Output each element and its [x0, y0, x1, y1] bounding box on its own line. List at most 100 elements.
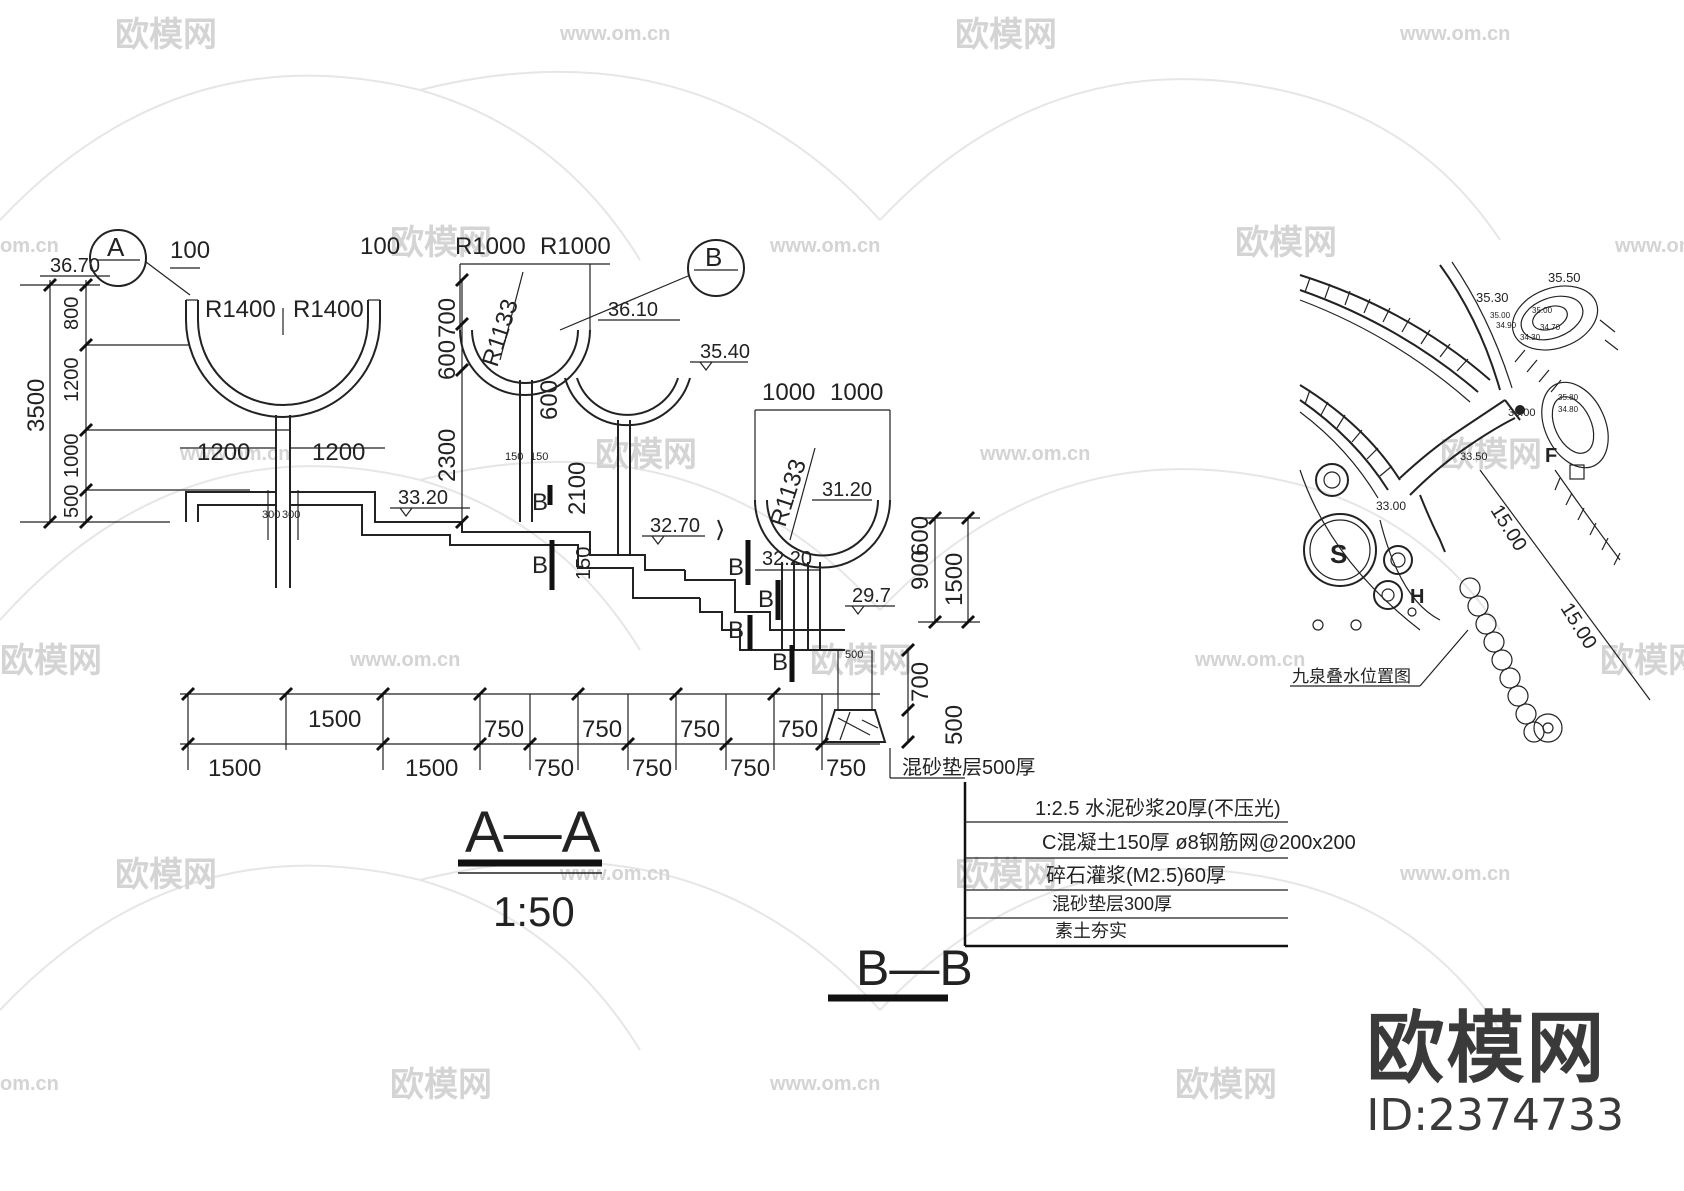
dim-bottom-750: 750: [730, 755, 770, 782]
section-tag-b: B: [532, 552, 548, 579]
dim-150-a: 150: [505, 451, 523, 463]
dim-2300: 2300: [434, 429, 461, 482]
layer-row-3: 碎石灌浆(M2.5)60厚: [1046, 864, 1226, 887]
site-contour: 34.80: [1558, 405, 1579, 414]
section-tag-b: B: [758, 586, 774, 613]
dim-3500: 3500: [23, 379, 50, 432]
elev-3610: 36.10: [608, 299, 658, 321]
elev-3540: 35.40: [700, 341, 750, 363]
dim-500-b: 500: [941, 705, 968, 745]
dim-r1133-b: R1133: [765, 456, 812, 530]
elev-3670: 36.70: [50, 255, 100, 277]
site-dim-1500-a: 15.00: [1486, 501, 1531, 555]
dim-bottom-750: 750: [582, 716, 622, 743]
site-letter-h: H: [1410, 586, 1424, 608]
dim-600-c: 600: [907, 516, 934, 556]
elev-3270: 32.70: [650, 515, 700, 537]
site-dim-1500-b: 15.00: [1556, 599, 1601, 653]
dim-2100: 2100: [564, 462, 591, 515]
dim-r1000-a: R1000: [455, 233, 526, 260]
watermark-layer: 欧模网 www.om.cn 欧模网 www.om.cn om.cn 欧模网 ww…: [0, 16, 1684, 1104]
site-elev-3350: 33.50: [1460, 451, 1488, 463]
dim-r1000-b: R1000: [540, 233, 611, 260]
watermark-site: www.om.cn: [1399, 863, 1510, 885]
dim-900: 900: [907, 550, 934, 590]
elev-3220: 32.20: [762, 548, 812, 570]
watermark-logo: 欧模网: [810, 642, 912, 680]
site-contour: 34.70: [1540, 323, 1561, 332]
layer-row-5: 素土夯实: [1055, 921, 1127, 941]
watermark-logo: 欧模网: [390, 1066, 492, 1104]
watermark-site: www.om.cn: [1194, 649, 1305, 671]
dim-1200: 1200: [61, 358, 83, 403]
brand-logo-text: 欧模网: [1366, 1004, 1607, 1094]
watermark-logo: 欧模网: [1235, 224, 1337, 262]
watermark-logo: 欧模网: [955, 16, 1057, 54]
dim-600-b: 600: [536, 380, 563, 420]
watermark-logo: 欧模网: [390, 224, 492, 262]
dim-bottom-1500: 1500: [308, 706, 361, 733]
watermark-site: www.om.cn: [769, 235, 880, 257]
dim-300-b: 300: [282, 509, 300, 521]
section-tag-b: B: [532, 489, 548, 516]
dim-bottom-750: 750: [680, 716, 720, 743]
dim-150-b: 150: [530, 451, 548, 463]
site-contour: 34.30: [1520, 333, 1541, 342]
dim-bottom-750: 750: [534, 755, 574, 782]
site-elev-3550: 35.50: [1548, 270, 1581, 285]
watermark-site: www.om.cn: [1399, 23, 1510, 45]
dim-1000: 1000: [61, 434, 83, 479]
site-elev-3300b: 33.00: [1376, 499, 1406, 513]
section-bb: 混砂垫层500厚 1:2.5 水泥砂浆20厚(不压光) C混凝土150厚 ø8钢…: [828, 748, 1356, 1002]
layer-row-1: 1:2.5 水泥砂浆20厚(不压光): [1035, 797, 1281, 820]
watermark-logo: 欧模网: [0, 642, 102, 680]
section-bb-title: B—B: [856, 940, 973, 996]
watermark-site: www.om.cn: [349, 649, 460, 671]
dim-600-a: 600: [434, 340, 461, 380]
marker-a-letter: A: [107, 232, 125, 262]
watermark-site: om.cn: [0, 1073, 59, 1095]
dim-1000-b: 1000: [830, 379, 883, 406]
dim-800: 800: [61, 297, 83, 330]
site-letter-f: F: [1545, 445, 1557, 467]
section-marker-b: [687, 239, 745, 297]
site-plan-label: 九泉叠水位置图: [1292, 667, 1411, 686]
site-letter-s: S: [1330, 539, 1347, 569]
layer-row-4: 混砂垫层300厚: [1052, 894, 1172, 914]
site-contour: 35.80: [1558, 393, 1579, 402]
watermark-logo: 欧模网: [115, 16, 217, 54]
watermark-logo: 欧模网: [595, 436, 697, 474]
section-tag-b: B: [772, 649, 788, 676]
section-aa-title: A—A: [465, 800, 601, 865]
section-tag-b: B: [728, 554, 744, 581]
site-plan: 15.00 15.00 S H F 35.50 35.30 33.00 33.0…: [1290, 261, 1651, 743]
dim-700-b: 700: [907, 662, 934, 702]
section-tag-b: B: [728, 617, 744, 644]
dim-100-a: 100: [170, 237, 210, 264]
watermark-logo: 欧模网: [1600, 642, 1684, 680]
dim-700: 700: [434, 298, 461, 338]
dim-500-small: 500: [845, 649, 863, 661]
dim-1500-v: 1500: [941, 553, 968, 606]
watermark-logo: 欧模网: [955, 856, 1057, 894]
marker-b-letter: B: [705, 242, 722, 272]
brand-id: ID:2374733: [1366, 1090, 1624, 1141]
watermark-logo: 欧模网: [115, 856, 217, 894]
elev-297: 29.7: [852, 585, 891, 607]
dim-300-a: 300: [262, 509, 280, 521]
section-aa-scale: 1:50: [493, 888, 575, 935]
watermark-logo: 欧模网: [1175, 1066, 1277, 1104]
dim-1200-right: 1200: [312, 439, 365, 466]
section-aa: A B 3500 800 1200 1000 500 36.70: [20, 229, 980, 935]
site-contour: 35.00: [1532, 306, 1553, 315]
dim-r1400-b: R1400: [293, 296, 364, 323]
watermark-site: om.cn: [0, 235, 59, 257]
dim-bottom-750: 750: [484, 716, 524, 743]
watermark-site: www.om.cn: [1614, 235, 1684, 257]
dim-bottom-750: 750: [826, 755, 866, 782]
dim-1000-a: 1000: [762, 379, 815, 406]
dim-1200-left: 1200: [197, 439, 250, 466]
dim-r1400-a: R1400: [205, 296, 276, 323]
dim-100-b: 100: [360, 233, 400, 260]
